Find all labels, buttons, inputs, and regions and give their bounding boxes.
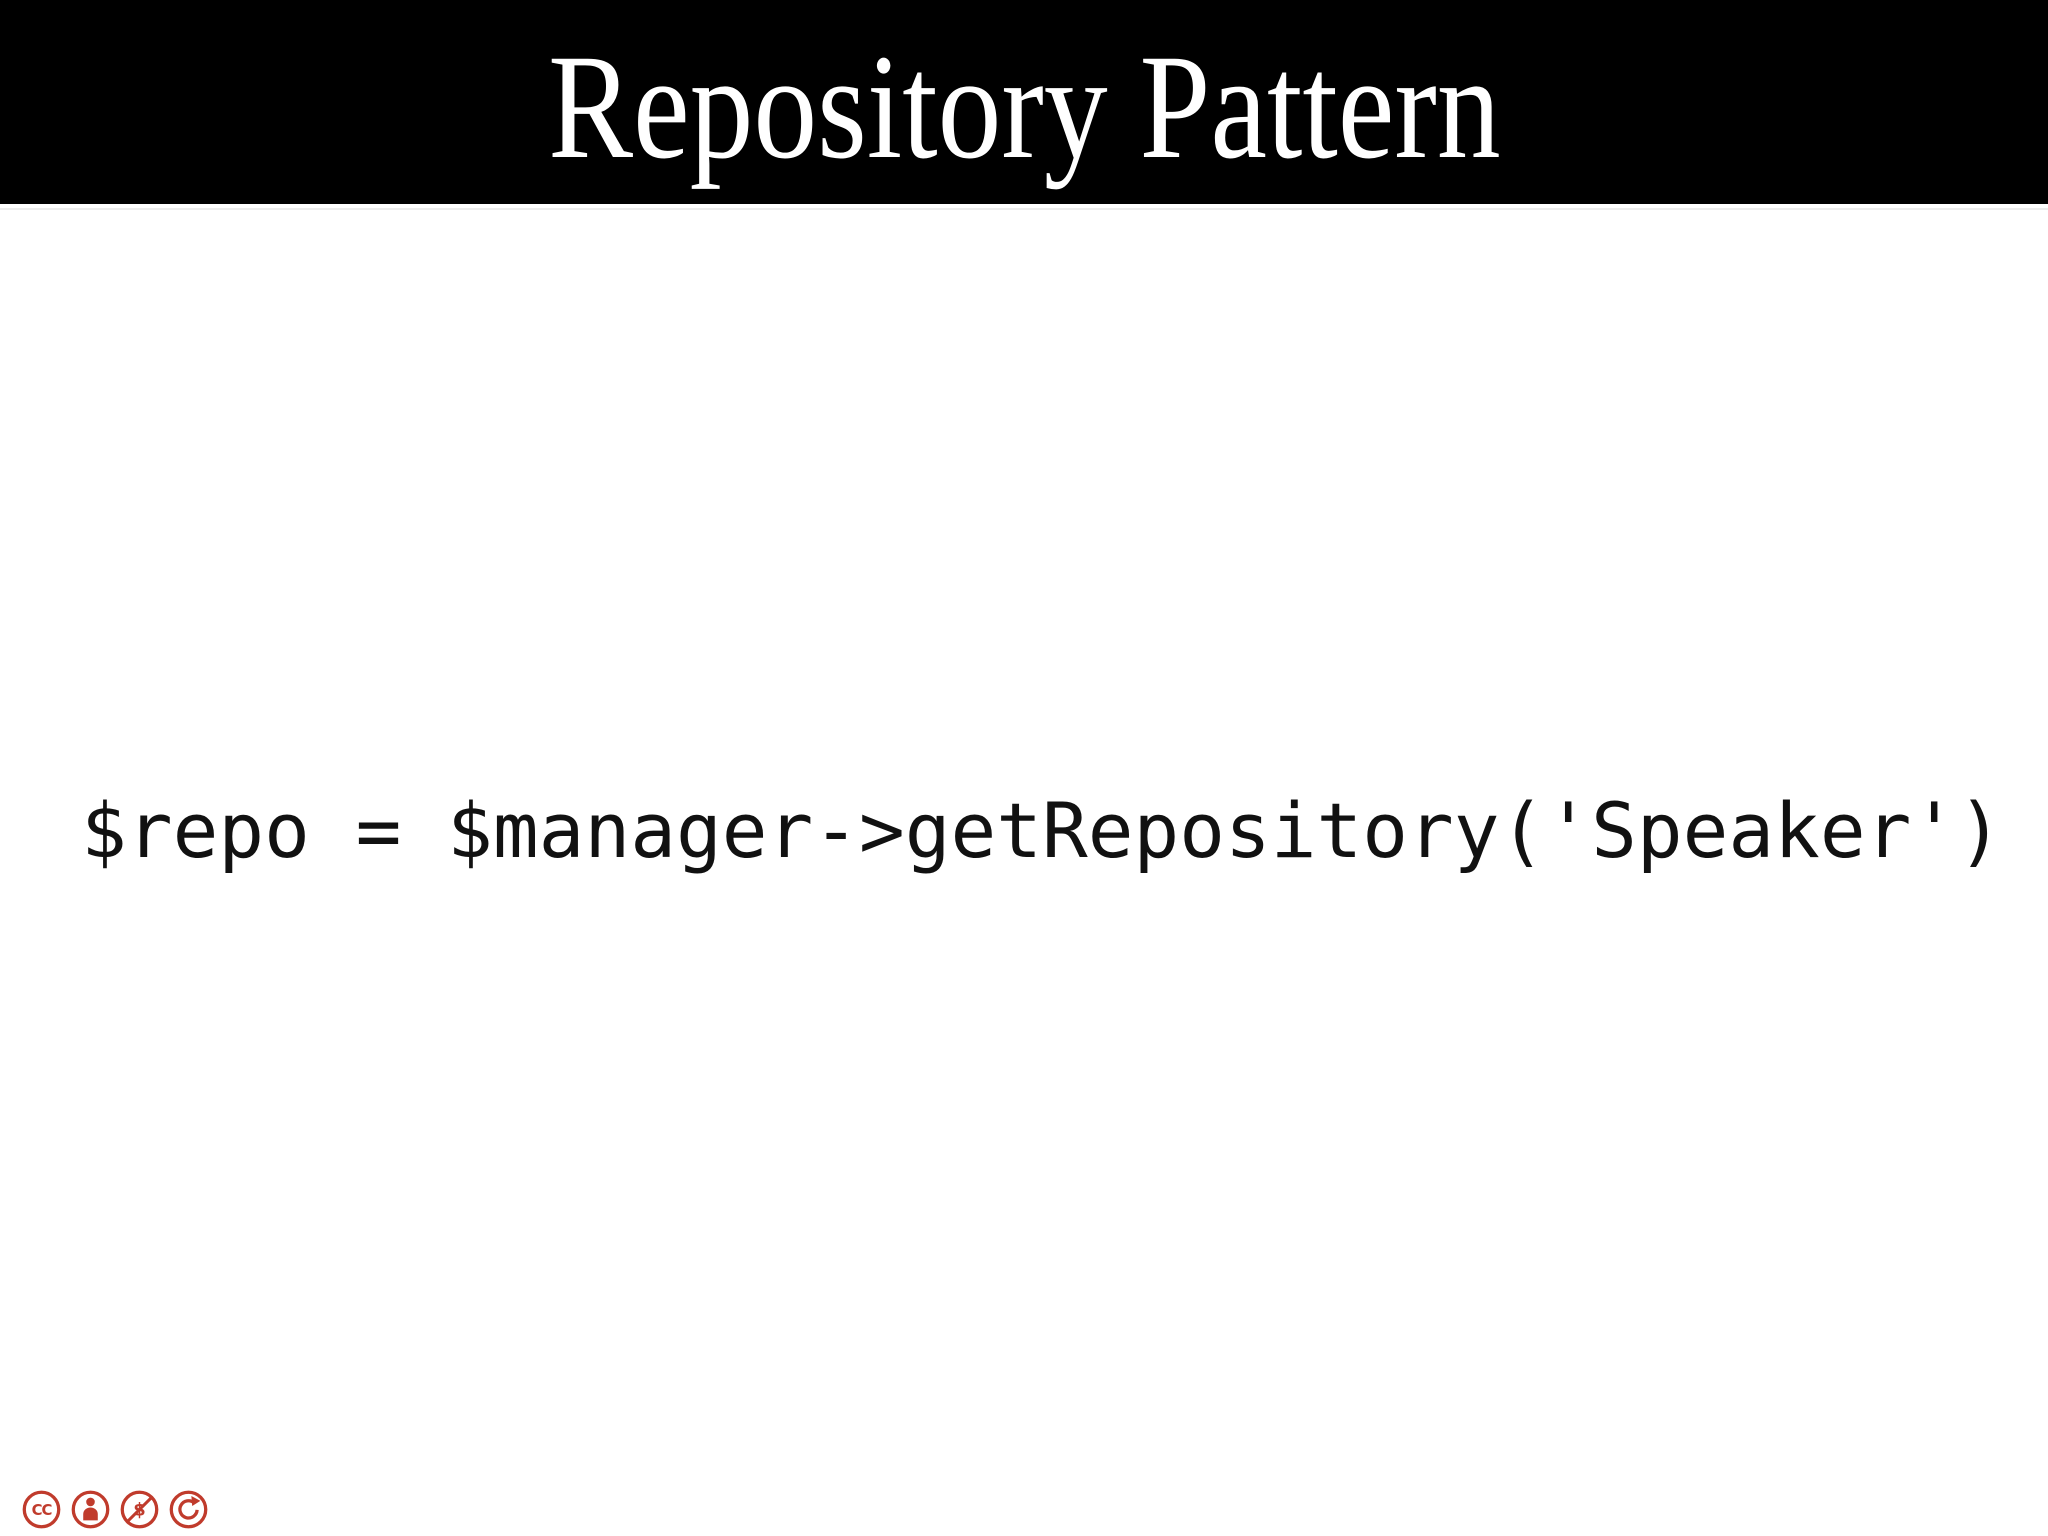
person-head-shape bbox=[86, 1497, 95, 1507]
cc-attribution-icon[interactable] bbox=[70, 1489, 111, 1530]
cc-logo-text: CC bbox=[32, 1501, 52, 1519]
cc-sharealike-icon[interactable] bbox=[168, 1489, 209, 1530]
person-body-shape bbox=[83, 1507, 98, 1521]
slide-title: Repository Pattern bbox=[547, 24, 1501, 190]
slide-header: Repository Pattern bbox=[0, 0, 2048, 204]
cc-noncommercial-icon[interactable]: $ bbox=[119, 1489, 160, 1530]
cc-license-badge[interactable]: CC $ bbox=[21, 1489, 209, 1530]
circular-arrow-head bbox=[191, 1495, 201, 1507]
circular-arrow-arc bbox=[178, 1499, 199, 1520]
cc-logo-icon[interactable]: CC bbox=[21, 1489, 62, 1530]
strikethrough-line bbox=[126, 1496, 153, 1523]
header-divider bbox=[0, 208, 2048, 210]
code-line: $repo = $manager->getRepository('Speaker… bbox=[81, 786, 2003, 875]
